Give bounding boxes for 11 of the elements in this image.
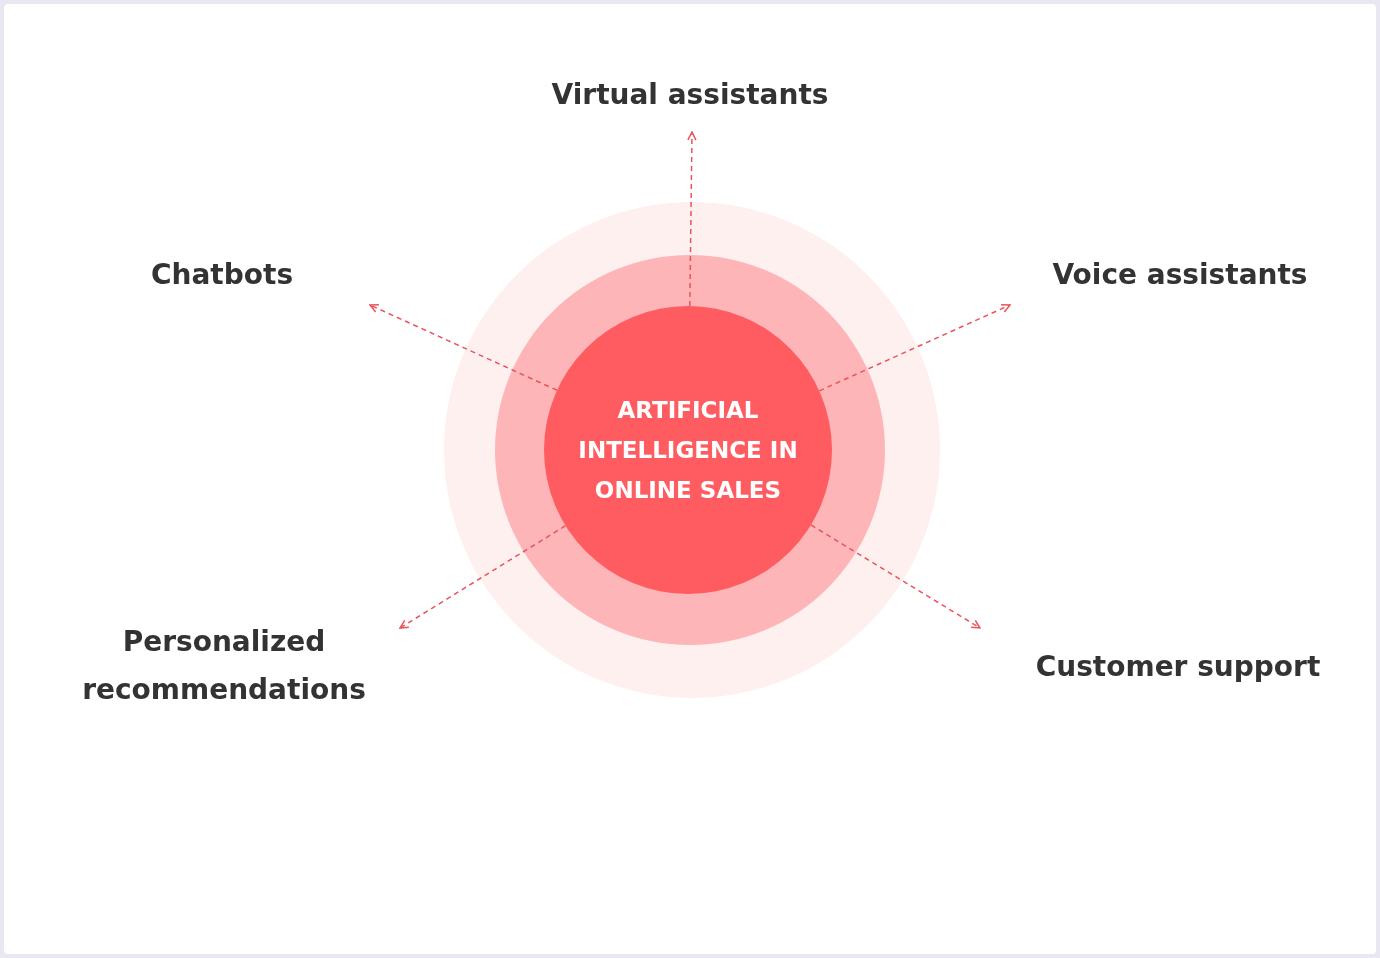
- category-label: Customer support: [1008, 643, 1348, 691]
- category-label: Voice assistants: [1015, 251, 1345, 299]
- dashed-arrow: [810, 524, 981, 629]
- dashed-arrow: [369, 303, 558, 391]
- category-label: Virtual assistants: [510, 71, 870, 119]
- dashed-arrow: [818, 303, 1011, 392]
- dashed-arrow: [399, 524, 567, 629]
- dashed-arrow: [687, 131, 697, 307]
- category-label: Chatbots: [102, 251, 342, 299]
- center-title: ARTIFICIAL INTELLIGENCE IN ONLINE SALES: [577, 396, 799, 505]
- category-label: Personalized recommendations: [44, 618, 404, 714]
